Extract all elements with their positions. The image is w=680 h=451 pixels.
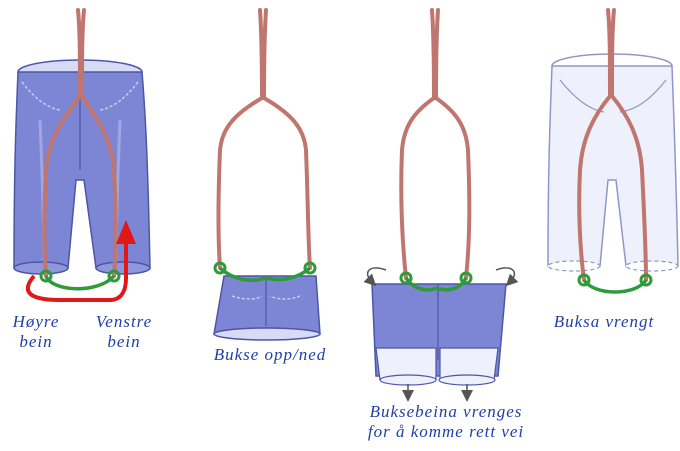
curved-arrow-right: [496, 268, 514, 282]
green-loop: [584, 280, 646, 292]
trousers-upside-down: [214, 276, 320, 340]
label-left-leg-line1: Venstre: [86, 312, 162, 332]
panel-inside-out: [548, 10, 678, 292]
label-left-leg: Venstre bein: [86, 312, 162, 352]
strap: [219, 10, 311, 268]
label-left-leg-line2: bein: [86, 332, 162, 352]
label-turn-legs-line2: for å komme rett vei: [356, 422, 536, 442]
panel-trousers-normal: [14, 10, 150, 300]
label-turn-legs: Buksebeina vrenges for å komme rett vei: [356, 402, 536, 442]
curved-arrow-left: [368, 268, 386, 282]
panel-trousers-upside-down: [214, 10, 320, 340]
panel-turning-legs: [368, 10, 515, 396]
label-inside-out: Buksa vrengt: [544, 312, 664, 332]
green-loop: [46, 276, 114, 289]
trousers-turning: [372, 284, 506, 385]
label-upside-down: Bukse opp/ned: [200, 345, 340, 365]
label-turn-legs-line1: Buksebeina vrenges: [356, 402, 536, 422]
label-right-leg-line1: Høyre: [8, 312, 64, 332]
label-right-leg-line2: bein: [8, 332, 64, 352]
strap: [401, 10, 469, 278]
label-right-leg: Høyre bein: [8, 312, 64, 352]
